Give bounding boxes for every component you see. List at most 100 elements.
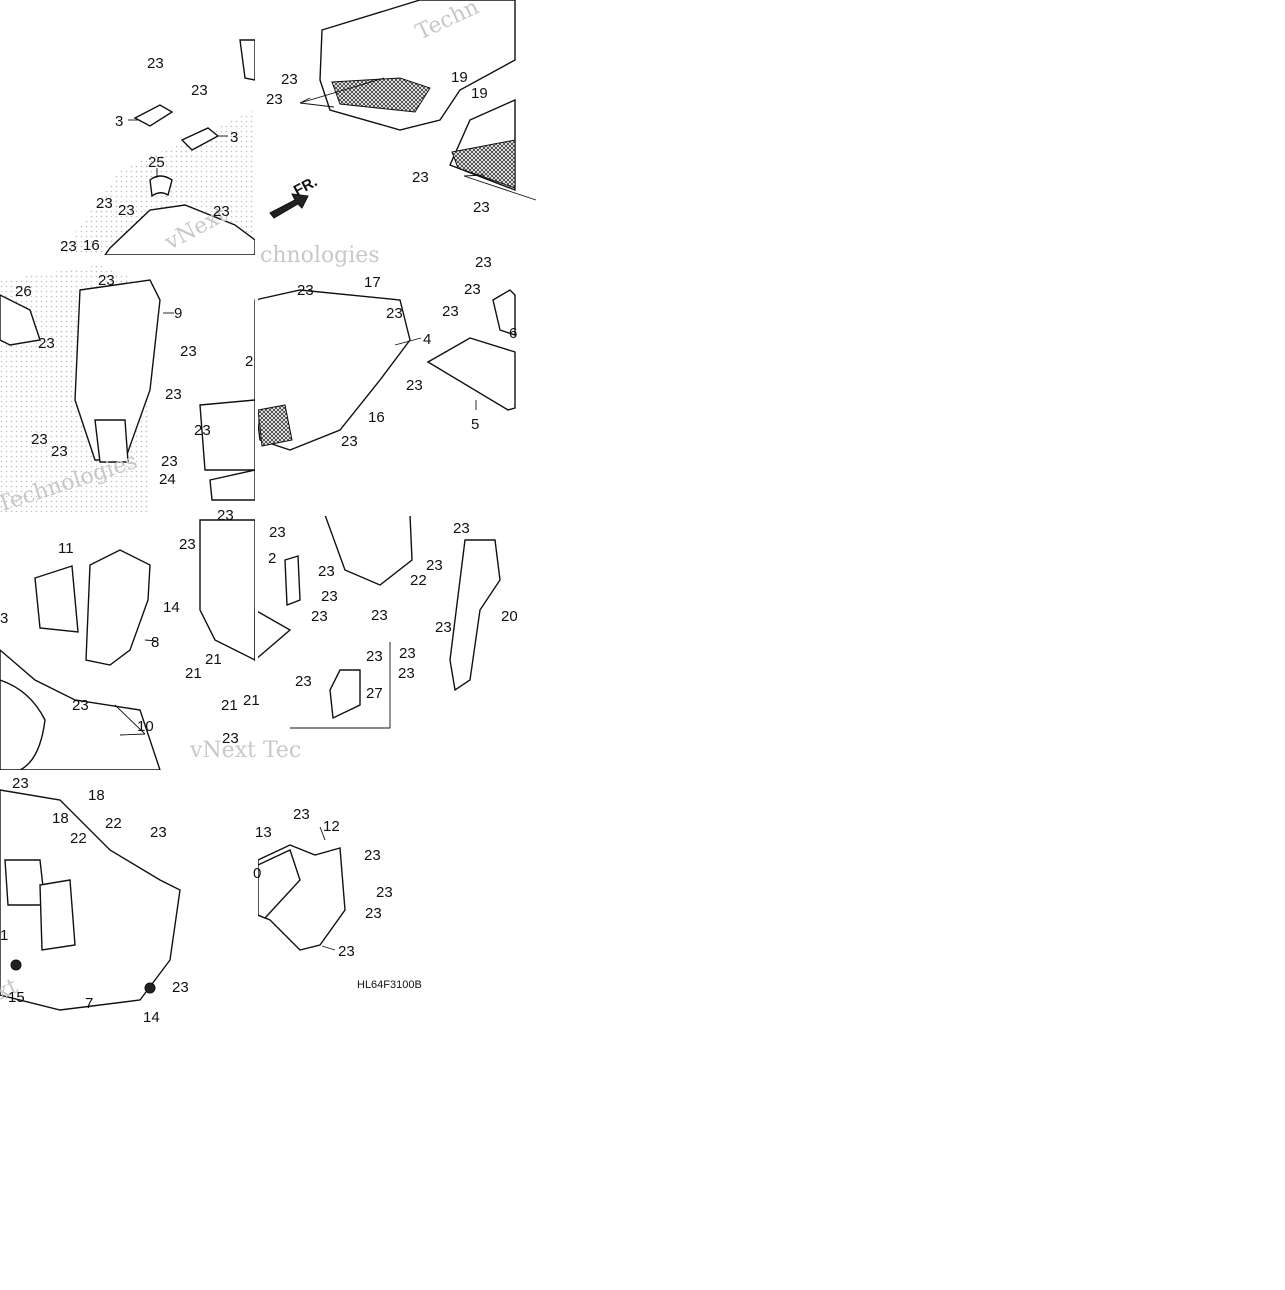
- callout: 26: [15, 283, 32, 300]
- callout-labels: 23 23 3 3 25 23 23 23 23 16 23 19 23 19 …: [0, 55, 518, 1026]
- callout: 6: [509, 325, 517, 342]
- callout: 11: [58, 540, 74, 557]
- callout: 13: [255, 824, 272, 841]
- panel-lower-right: [284, 514, 501, 729]
- callout: 22: [410, 572, 427, 589]
- callout: 23: [442, 303, 459, 320]
- callout: 21: [243, 692, 260, 709]
- callout: 16: [83, 237, 100, 254]
- callout: 23: [165, 386, 182, 403]
- panel-top-right: [269, 0, 516, 219]
- callout: 21: [205, 651, 222, 668]
- callout: 23: [318, 563, 335, 580]
- callout: 23: [12, 775, 29, 792]
- callout: 23: [475, 254, 492, 271]
- callout: 23: [147, 55, 164, 72]
- callout: 23: [321, 588, 338, 605]
- panel-middle-center: [199, 289, 411, 501]
- callout: 23: [72, 697, 89, 714]
- callout: 21: [221, 697, 238, 714]
- callout: 12: [323, 818, 340, 835]
- callout: 7: [85, 995, 93, 1012]
- callout: 23: [179, 536, 196, 553]
- callout: 3: [230, 129, 238, 146]
- callout: 23: [222, 730, 239, 747]
- callout: 25: [148, 154, 165, 171]
- callout: 23: [98, 272, 115, 289]
- callout: 19: [471, 85, 488, 102]
- callout: 23: [213, 203, 230, 220]
- panel-bottom-left: [0, 789, 181, 1011]
- callout: 23: [412, 169, 429, 186]
- callout: 2: [245, 353, 253, 370]
- callout: 10: [137, 718, 154, 735]
- callout: 0: [253, 865, 261, 882]
- callout: 4: [423, 331, 431, 348]
- callout: 21: [185, 665, 202, 682]
- callout: 24: [159, 471, 176, 488]
- callout: 23: [194, 422, 211, 439]
- panel-lower-center: [199, 519, 292, 662]
- callout: 14: [143, 1009, 160, 1026]
- callout: 23: [399, 645, 416, 662]
- callout: 23: [38, 335, 55, 352]
- callout: 3: [0, 610, 8, 627]
- watermark-4: chnologies: [260, 243, 380, 268]
- panel-middle-right: [426, 289, 516, 411]
- watermark-3: vNext Tec: [189, 738, 301, 763]
- callout: 23: [295, 673, 312, 690]
- callout: 8: [151, 634, 159, 651]
- callout: 23: [180, 343, 197, 360]
- callout: 23: [172, 979, 189, 996]
- callout: 23: [191, 82, 208, 99]
- panel-lower-left: [0, 549, 161, 771]
- callout: 19: [451, 69, 468, 86]
- callout: 16: [368, 409, 385, 426]
- callout: 15: [8, 989, 25, 1006]
- callout: 23: [338, 943, 355, 960]
- callout: 23: [453, 520, 470, 537]
- callout: 23: [60, 238, 77, 255]
- callout: 23: [266, 91, 283, 108]
- callout: 23: [293, 806, 310, 823]
- callout: 23: [398, 665, 415, 682]
- callout: 20: [501, 608, 518, 625]
- panel-top-left: [60, 39, 256, 256]
- tile-gaps: [0, 0, 515, 1030]
- callout: 2: [268, 550, 276, 567]
- callout: 3: [115, 113, 123, 130]
- callout: 23: [118, 202, 135, 219]
- callout: 23: [217, 507, 234, 524]
- callout: 22: [70, 830, 87, 847]
- callout: 23: [281, 71, 298, 88]
- callout: 18: [88, 787, 105, 804]
- callout: 23: [366, 648, 383, 665]
- figure-code: HL64F3100B: [357, 979, 422, 991]
- callout: 23: [269, 524, 286, 541]
- callout: 23: [371, 607, 388, 624]
- callout: 23: [406, 377, 423, 394]
- panel-middle-left: [0, 265, 161, 515]
- callout: 14: [163, 599, 180, 616]
- callout: 23: [426, 557, 443, 574]
- callout: 23: [161, 453, 178, 470]
- callout: 23: [51, 443, 68, 460]
- callout: 17: [364, 274, 381, 291]
- callout: 23: [96, 195, 113, 212]
- callout: 18: [52, 810, 69, 827]
- callout: 23: [386, 305, 403, 322]
- callout: 23: [365, 905, 382, 922]
- callout: 23: [31, 431, 48, 448]
- callout: 23: [376, 884, 393, 901]
- callout: 23: [341, 433, 358, 450]
- callout: 27: [366, 685, 383, 702]
- callout: 5: [471, 416, 479, 433]
- leader-lines: [114, 77, 537, 951]
- callout: 23: [473, 199, 490, 216]
- callout: 23: [464, 281, 481, 298]
- callout: 23: [311, 608, 328, 625]
- panel-bottom-center: [257, 844, 346, 951]
- callout: 1: [0, 927, 8, 944]
